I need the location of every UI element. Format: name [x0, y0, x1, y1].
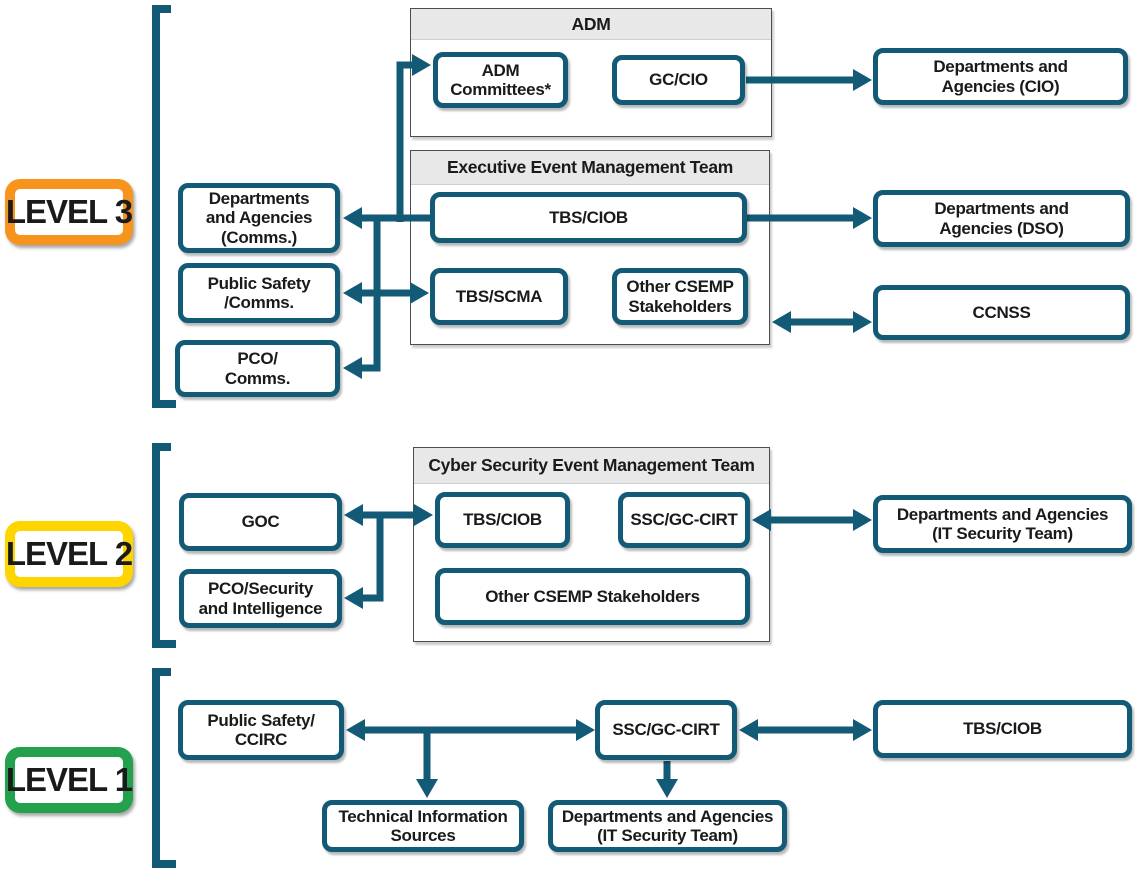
level-2-badge: LEVEL 2 — [5, 521, 133, 587]
level-2-bracket — [152, 443, 176, 648]
level-1-bracket — [152, 668, 176, 868]
branch-down-to-pco-comms — [355, 215, 381, 372]
node-other-csemp-l3: Other CSEMP Stakeholders — [612, 268, 748, 325]
node-ssc-gc-cirt-l2: SSC/GC-CIRT — [618, 492, 750, 548]
node-other-csemp-l2: Other CSEMP Stakeholders — [435, 568, 750, 625]
node-dept-agencies-it-l2: Departments and Agencies (IT Security Te… — [873, 495, 1132, 553]
node-tbs-ciob-l3: TBS/CIOB — [430, 192, 747, 243]
executive-group-title: Executive Event Management Team — [411, 151, 769, 185]
node-ccnss: CCNSS — [873, 285, 1130, 340]
arrowhead-right-dept-it-l2 — [853, 509, 872, 531]
arrowhead-left-exec-group — [772, 311, 791, 333]
node-dept-agencies-comms: Departments and Agencies (Comms.) — [178, 183, 340, 253]
node-adm-committees: ADM Committees* — [433, 52, 568, 108]
node-ssc-gc-cirt-l1: SSC/GC-CIRT — [595, 700, 737, 760]
arrowhead-right-dept-dso — [853, 207, 872, 229]
adm-group-title: ADM — [411, 9, 771, 40]
node-tbs-ciob-l1: TBS/CIOB — [873, 700, 1132, 758]
node-public-safety-comms: Public Safety /Comms. — [178, 263, 340, 323]
node-tbs-scma: TBS/SCMA — [430, 268, 568, 325]
node-goc: GOC — [179, 493, 342, 551]
node-pco-security-intelligence: PCO/Security and Intelligence — [179, 569, 342, 628]
arrowhead-left-ssc2-l1 — [739, 719, 758, 741]
arrowhead-left-pco-security — [344, 587, 363, 609]
level-3-bracket — [152, 5, 176, 408]
node-dept-agencies-cio: Departments and Agencies (CIO) — [873, 48, 1128, 105]
arrowhead-right-ccnss — [853, 311, 872, 333]
level-1-badge: LEVEL 1 — [5, 747, 133, 813]
node-technical-information-sources: Technical Information Sources — [322, 800, 524, 852]
arrowhead-left-public-safety-comms — [343, 282, 362, 304]
node-public-safety-ccirc: Public Safety/ CCIRC — [178, 700, 344, 760]
arrowhead-left-dept-comms — [343, 207, 362, 229]
node-dept-agencies-it-l1: Departments and Agencies (IT Security Te… — [548, 800, 787, 852]
node-tbs-ciob-l2: TBS/CIOB — [435, 492, 570, 548]
node-gc-cio: GC/CIO — [612, 55, 745, 105]
arrowhead-right-ssc-l1 — [576, 719, 595, 741]
node-dept-agencies-dso: Departments and Agencies (DSO) — [873, 190, 1130, 247]
level-3-badge: LEVEL 3 — [5, 179, 133, 245]
arrowhead-right-dept-cio — [853, 69, 872, 91]
arrowhead-down-tech-info — [416, 779, 438, 798]
arrowhead-left-goc — [344, 504, 363, 526]
node-pco-comms: PCO/ Comms. — [175, 340, 340, 397]
arrowhead-down-dept-it-l1 — [656, 779, 678, 798]
arrowhead-right-tbsciob-l1 — [853, 719, 872, 741]
arrowhead-left-ps-ccirc — [346, 719, 365, 741]
arrowhead-left-pco-comms — [343, 357, 362, 379]
cyber-group-title: Cyber Security Event Management Team — [414, 448, 769, 484]
branch-down-to-pco-security — [358, 512, 384, 602]
